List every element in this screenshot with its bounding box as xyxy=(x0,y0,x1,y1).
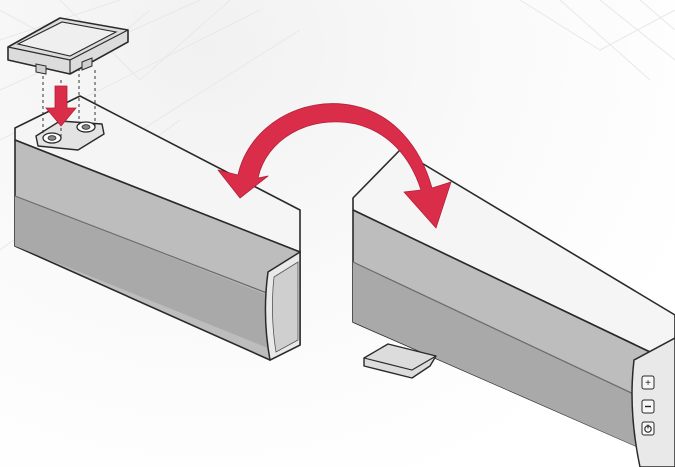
alignment-guides xyxy=(42,68,96,138)
down-insert-arrow-icon xyxy=(45,85,77,127)
soundbar-foot xyxy=(7,17,129,75)
right-soundbar-grille-line xyxy=(352,261,643,399)
right-soundbar-front-shade xyxy=(353,262,640,448)
control-panel: + xyxy=(641,375,655,436)
curved-flip-arrow-icon xyxy=(217,103,452,229)
volume-up-button xyxy=(641,375,655,390)
right-soundbar: + xyxy=(352,149,675,467)
left-soundbar xyxy=(7,17,301,362)
left-soundbar-end-cap-inner xyxy=(272,261,299,353)
installed-foot xyxy=(363,343,437,379)
mounting-plate xyxy=(35,120,105,151)
left-soundbar-front-shade xyxy=(15,196,280,352)
plus-icon: + xyxy=(645,378,651,389)
left-soundbar-grille-line xyxy=(14,195,286,301)
